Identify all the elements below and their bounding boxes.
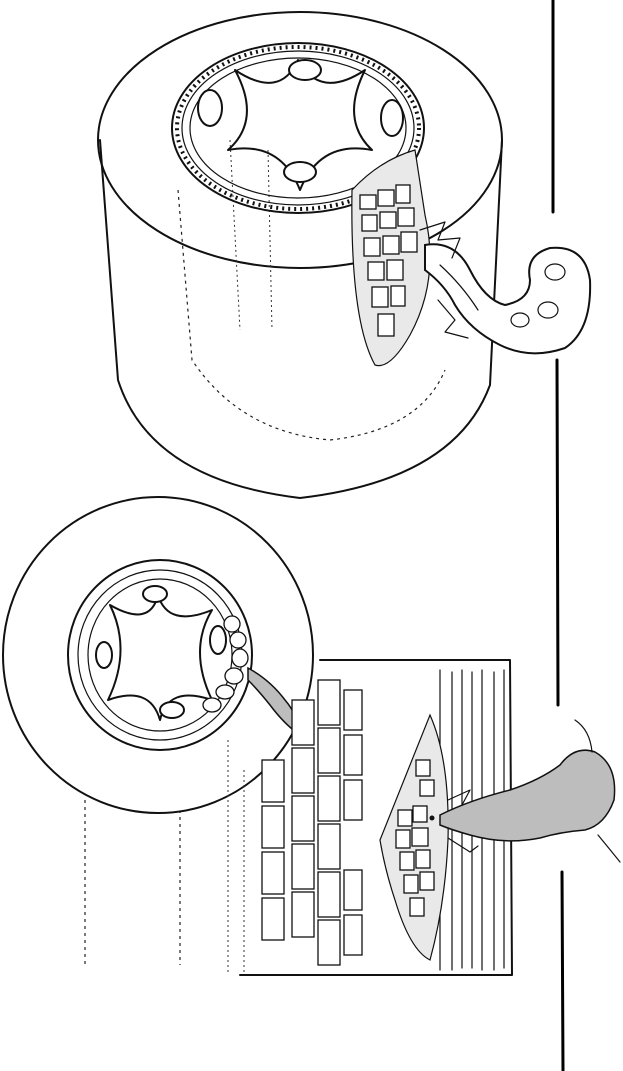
cortex-cell [262, 852, 284, 894]
cortex-cell [292, 796, 314, 841]
emerging-lateral-root [425, 244, 590, 353]
cell [400, 852, 414, 870]
phloem-strand-left [96, 642, 112, 668]
phloem-strand-right [381, 100, 403, 136]
phloem-strand-bottom [284, 162, 316, 182]
upper-primordium-cells [352, 150, 430, 366]
cell [420, 872, 434, 890]
cell [420, 780, 434, 796]
cell [380, 212, 396, 228]
cell [368, 262, 384, 280]
phloem-strand-top [143, 586, 167, 602]
cell [378, 314, 394, 336]
cortex-cell [262, 898, 284, 940]
cortex-cell [344, 735, 362, 775]
divider-line-middle [557, 360, 558, 705]
cell [416, 850, 430, 868]
cell [398, 810, 412, 826]
cell [360, 195, 376, 209]
cell [396, 185, 410, 203]
cell [230, 632, 246, 648]
cortex-cell [344, 915, 362, 955]
cell [404, 875, 418, 893]
lower-primordium-cells [380, 715, 448, 960]
upper-root-cylinder [98, 12, 590, 498]
cell [224, 616, 240, 632]
cortex-cell [292, 892, 314, 937]
cell [203, 698, 221, 712]
divider-line-bottom [562, 872, 563, 1071]
cell [372, 287, 388, 307]
cell [416, 760, 430, 776]
cell [225, 668, 243, 684]
arc-line-bottom [598, 835, 620, 862]
cell [391, 286, 405, 306]
cell [383, 236, 399, 254]
lower-root-section [3, 497, 620, 975]
cell [413, 806, 427, 822]
cell [398, 208, 414, 226]
cortex-cell [318, 872, 340, 917]
cell [232, 649, 248, 667]
cortex-cell [318, 728, 340, 773]
cortex-cell [344, 780, 362, 820]
cortex-cell [318, 824, 340, 869]
cortex-cell [292, 748, 314, 793]
phloem-strand-top [289, 60, 321, 80]
cortex-cell [262, 760, 284, 802]
cell [401, 232, 417, 252]
cortex-cell [344, 870, 362, 910]
cortex-cell [262, 806, 284, 848]
cell [396, 830, 410, 848]
cell [378, 190, 394, 206]
cell [410, 898, 424, 916]
phloem-strand-left [198, 90, 222, 126]
cortex-cell [344, 690, 362, 730]
cell [216, 685, 234, 699]
cortex-cell [318, 920, 340, 965]
cell [364, 238, 380, 256]
cortex-cell [292, 844, 314, 889]
cortex-cell [292, 700, 314, 745]
cell [387, 260, 403, 280]
nucleus [430, 816, 435, 821]
phloem-strand-right [210, 626, 226, 654]
phloem-strand-bottom [160, 702, 184, 718]
cell [412, 828, 428, 846]
cell [362, 215, 377, 231]
emerging-lateral-root-stippled [440, 750, 615, 841]
cortex-cell [318, 776, 340, 821]
cortex-cell [318, 680, 340, 725]
arc-line-top [575, 720, 592, 752]
cylinder-top-face [98, 12, 502, 268]
